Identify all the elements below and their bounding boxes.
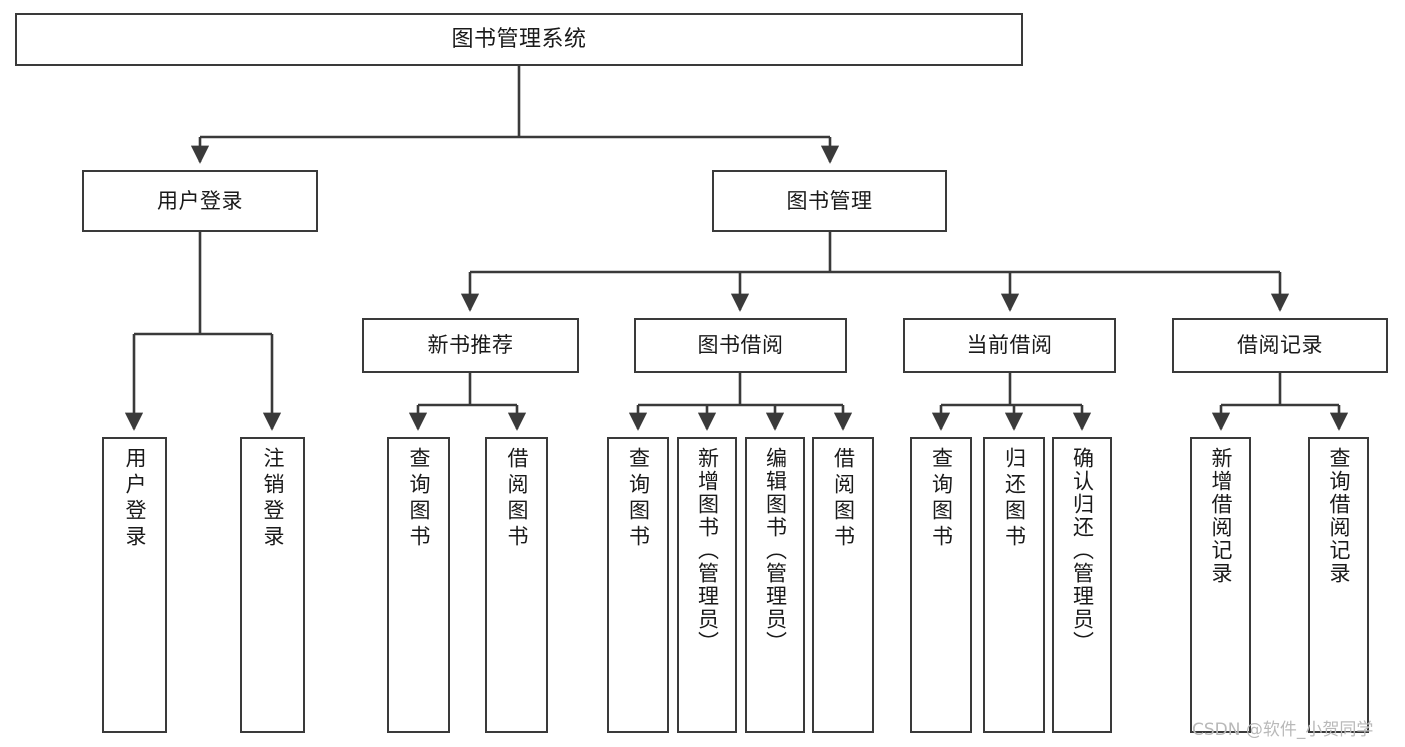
node-label: 图书管理系统 xyxy=(451,26,587,52)
node-label: 注销登录 xyxy=(261,447,285,551)
node-level2-0[interactable]: 用户登录 xyxy=(82,170,318,232)
node-label: 借阅图书 xyxy=(831,447,856,551)
node-label: 图书管理 xyxy=(786,188,873,213)
node-label: 图书借阅 xyxy=(697,333,784,358)
node-label: 查询图书 xyxy=(407,447,431,551)
node-level3-0[interactable]: 新书推荐 xyxy=(362,318,579,373)
node-label: 查询图书 xyxy=(626,447,651,551)
node-label: 借阅记录 xyxy=(1237,333,1323,358)
node-label: 查询借阅记录 xyxy=(1327,447,1351,585)
node-leaf-12[interactable]: 查询借阅记录 xyxy=(1308,437,1369,733)
node-label: 查询图书 xyxy=(929,447,954,551)
node-leaf-5[interactable]: 新增图书（管理员） xyxy=(677,437,737,733)
node-leaf-3[interactable]: 借阅图书 xyxy=(485,437,548,733)
node-label: 当前借阅 xyxy=(966,333,1053,358)
node-label: 用户登录 xyxy=(157,188,243,213)
node-leaf-6[interactable]: 编辑图书（管理员） xyxy=(745,437,805,733)
node-label: 借阅图书 xyxy=(505,447,529,551)
node-leaf-8[interactable]: 查询图书 xyxy=(910,437,972,733)
node-level3-2[interactable]: 当前借阅 xyxy=(903,318,1116,373)
node-leaf-4[interactable]: 查询图书 xyxy=(607,437,669,733)
node-leaf-9[interactable]: 归还图书 xyxy=(983,437,1045,733)
node-leaf-10[interactable]: 确认归还（管理员） xyxy=(1052,437,1112,733)
node-level3-1[interactable]: 图书借阅 xyxy=(634,318,847,373)
node-level2-1[interactable]: 图书管理 xyxy=(712,170,947,232)
watermark-csdn: CSDN @软件_小贺同学 xyxy=(1192,720,1374,740)
node-leaf-1[interactable]: 注销登录 xyxy=(240,437,305,733)
node-label: 确认归还（管理员） xyxy=(1070,447,1095,654)
node-label: 归还图书 xyxy=(1002,447,1027,551)
node-label: 用户登录 xyxy=(123,447,147,551)
node-leaf-11[interactable]: 新增借阅记录 xyxy=(1190,437,1251,733)
node-label: 新增借阅记录 xyxy=(1209,447,1233,585)
node-label: 编辑图书（管理员） xyxy=(763,447,788,654)
node-leaf-7[interactable]: 借阅图书 xyxy=(812,437,874,733)
node-root[interactable]: 图书管理系统 xyxy=(15,13,1023,66)
node-level3-3[interactable]: 借阅记录 xyxy=(1172,318,1388,373)
node-leaf-2[interactable]: 查询图书 xyxy=(387,437,450,733)
node-label: 新书推荐 xyxy=(427,333,514,358)
node-label: 新增图书（管理员） xyxy=(695,447,720,654)
node-leaf-0[interactable]: 用户登录 xyxy=(102,437,167,733)
